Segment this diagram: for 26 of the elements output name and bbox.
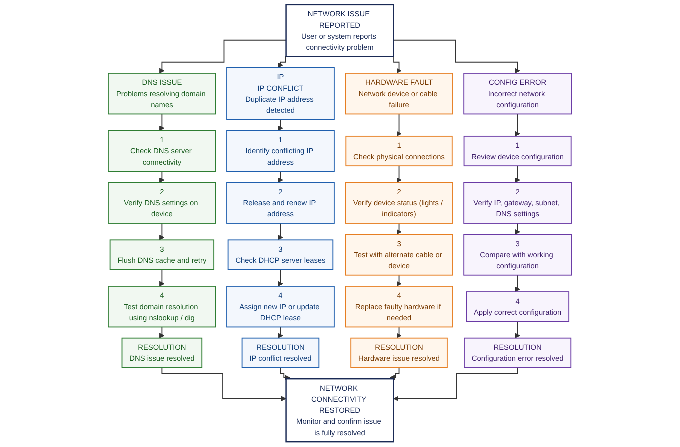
arrow [396,166,402,183]
arrow [390,368,400,380]
arrow [393,368,518,402]
arrow [162,368,287,402]
arrow [278,269,284,287]
arrow [278,171,284,183]
arrow [515,321,521,339]
arrow [396,223,402,235]
arrow [396,274,402,287]
arrow [159,114,165,132]
arrow [515,166,521,183]
arrow [159,223,165,240]
arrow [159,171,165,183]
arrow [159,326,165,339]
arrow [515,114,521,137]
arrow [396,114,402,137]
arrow [393,40,521,74]
arrow [278,223,284,240]
arrow [515,223,521,235]
arrow [278,119,284,132]
arrow [278,326,284,339]
arrow [280,368,290,380]
arrow [515,274,521,292]
arrow [159,269,165,287]
arrow [159,40,287,74]
arrow [396,326,402,339]
